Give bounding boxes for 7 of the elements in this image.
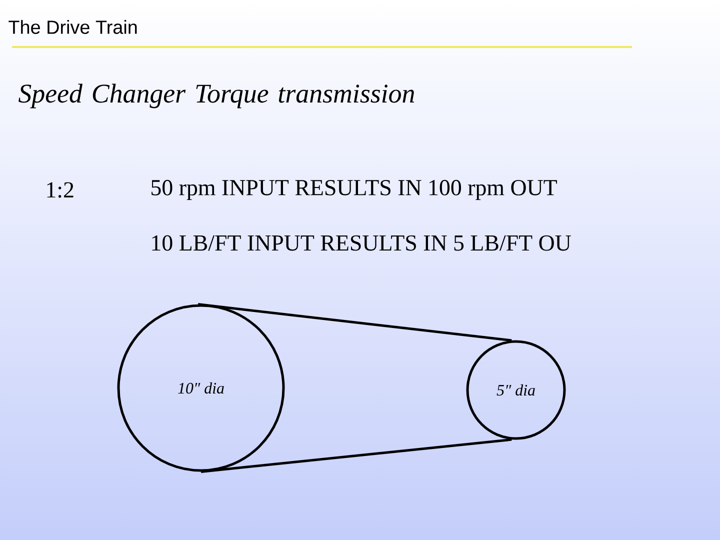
text-line: 10 LB/FT INPUT RESULTS IN 5 LB/FT OU xyxy=(152,235,571,251)
heading: Speed Changer Torque transmission xyxy=(18,84,414,108)
ratio-label: 1:2 xyxy=(47,182,74,198)
belt-line xyxy=(200,438,512,473)
text-line: 50 rpm INPUT RESULTS IN 100 rpm OUT xyxy=(152,180,557,200)
title: The Drive Train xyxy=(8,20,137,34)
belt-line xyxy=(198,303,512,342)
